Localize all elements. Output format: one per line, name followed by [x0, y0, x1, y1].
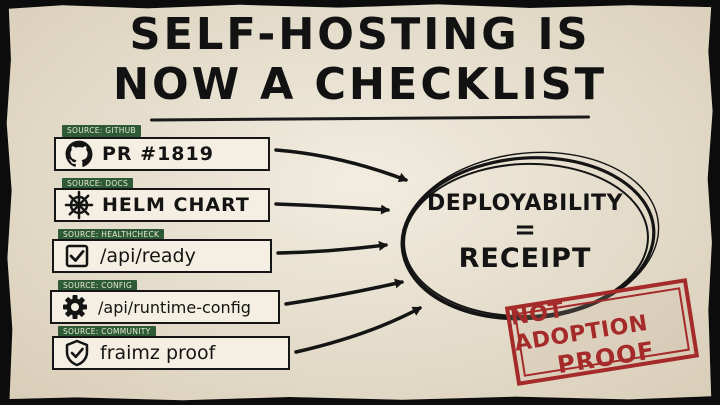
arrow-community — [294, 306, 422, 354]
github-icon — [64, 139, 94, 169]
receipt-line-1: DEPLOYABILITY — [426, 191, 623, 216]
source-label-community: fraimz proof — [100, 342, 216, 364]
source-tag-github: SOURCE: GITHUB — [62, 125, 141, 137]
source-label-healthcheck: /api/ready — [100, 245, 196, 267]
receipt-equals: = — [514, 215, 536, 245]
source-tag-docs: SOURCE: DOCS — [62, 178, 134, 190]
shield-check-icon — [62, 338, 92, 368]
source-card-docs: HELM CHART — [54, 188, 270, 222]
arrow-healthcheck — [276, 240, 388, 255]
title-line-1: SELF-HOSTING IS — [129, 9, 591, 60]
arrow-docs — [274, 202, 390, 215]
arrow-github — [274, 148, 408, 183]
source-label-github: PR #1819 — [102, 143, 214, 165]
source-card-config: /api/runtime-config — [50, 290, 280, 324]
source-card-healthcheck: /api/ready — [52, 239, 272, 273]
source-label-config: /api/runtime-config — [98, 297, 251, 317]
title-line-2: NOW A CHECKLIST — [112, 59, 608, 110]
receipt-text: DEPLOYABILITY = RECEIPT — [410, 190, 640, 276]
arrow-config — [284, 278, 404, 306]
source-card-community: fraimz proof — [52, 336, 290, 370]
checkbox-icon — [62, 241, 92, 271]
helm-wheel-icon — [64, 190, 94, 220]
source-label-docs: HELM CHART — [102, 194, 250, 216]
source-tag-healthcheck: SOURCE: HEALTHCHECK — [58, 229, 165, 241]
gear-icon — [60, 292, 90, 322]
receipt-line-3: RECEIPT — [458, 243, 592, 274]
source-tag-config: SOURCE: CONFIG — [58, 280, 138, 292]
source-tag-community: SOURCE: COMMUNITY — [58, 326, 156, 338]
source-card-github: PR #1819 — [54, 137, 270, 171]
